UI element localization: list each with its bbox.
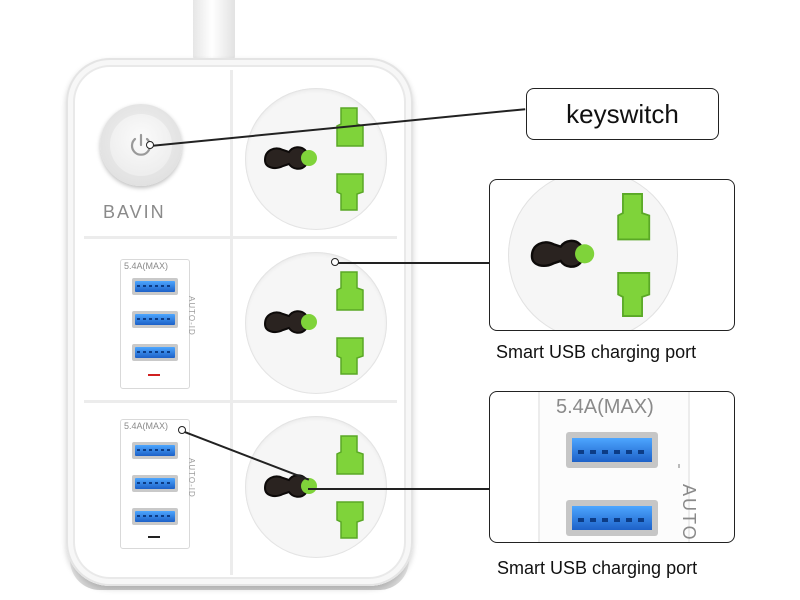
zoomed-socket xyxy=(508,180,678,330)
auto-id-label: AUTO-ID xyxy=(187,458,196,498)
usb-port[interactable] xyxy=(132,508,178,525)
ac-socket[interactable] xyxy=(245,416,387,558)
strip-divider-horizontal xyxy=(84,400,397,403)
socket-holes-icon xyxy=(264,107,364,211)
usb-indicator-led xyxy=(148,374,160,376)
usb-rating-label: 5.4A(MAX) xyxy=(124,421,169,431)
zoomed-divider xyxy=(678,464,680,468)
usb-port[interactable] xyxy=(132,278,178,295)
usb-port[interactable] xyxy=(132,475,178,492)
callout-dot xyxy=(178,426,186,434)
callout-dot xyxy=(331,258,339,266)
keyswitch-callout: keyswitch xyxy=(526,88,719,140)
callout-dot xyxy=(146,141,154,149)
usb-rating-label: 5.4A(MAX) xyxy=(124,261,169,271)
ac-socket[interactable] xyxy=(245,88,387,230)
brand-logo: BAVIN xyxy=(103,202,166,222)
strip-divider-vertical xyxy=(230,70,233,575)
callout-line xyxy=(336,262,490,264)
zoomed-usb-port xyxy=(566,432,658,468)
socket-holes-icon xyxy=(264,435,364,539)
socket-zoom-panel xyxy=(489,179,735,331)
strip-divider-horizontal xyxy=(84,236,397,239)
socket-holes-icon xyxy=(264,271,364,375)
usb-port[interactable] xyxy=(132,344,178,361)
zoomed-auto-id-label: AUTO- xyxy=(679,484,699,543)
usb-port[interactable] xyxy=(132,442,178,459)
auto-id-label: AUTO-ID xyxy=(187,296,196,336)
callout-line xyxy=(308,488,490,490)
usb-caption: Smart USB charging port xyxy=(497,558,698,578)
usb-zoom-panel: 5.4A(MAX) AUTO- xyxy=(489,391,735,543)
power-cord xyxy=(193,0,235,62)
zoomed-usb-port xyxy=(566,500,658,536)
zoomed-usb-rating: 5.4A(MAX) xyxy=(556,396,654,418)
usb-port[interactable] xyxy=(132,311,178,328)
socket-caption: Smart USB charging port xyxy=(496,342,697,362)
socket-holes-icon xyxy=(530,192,651,318)
usb-indicator-led xyxy=(148,536,160,538)
ac-socket[interactable] xyxy=(245,252,387,394)
